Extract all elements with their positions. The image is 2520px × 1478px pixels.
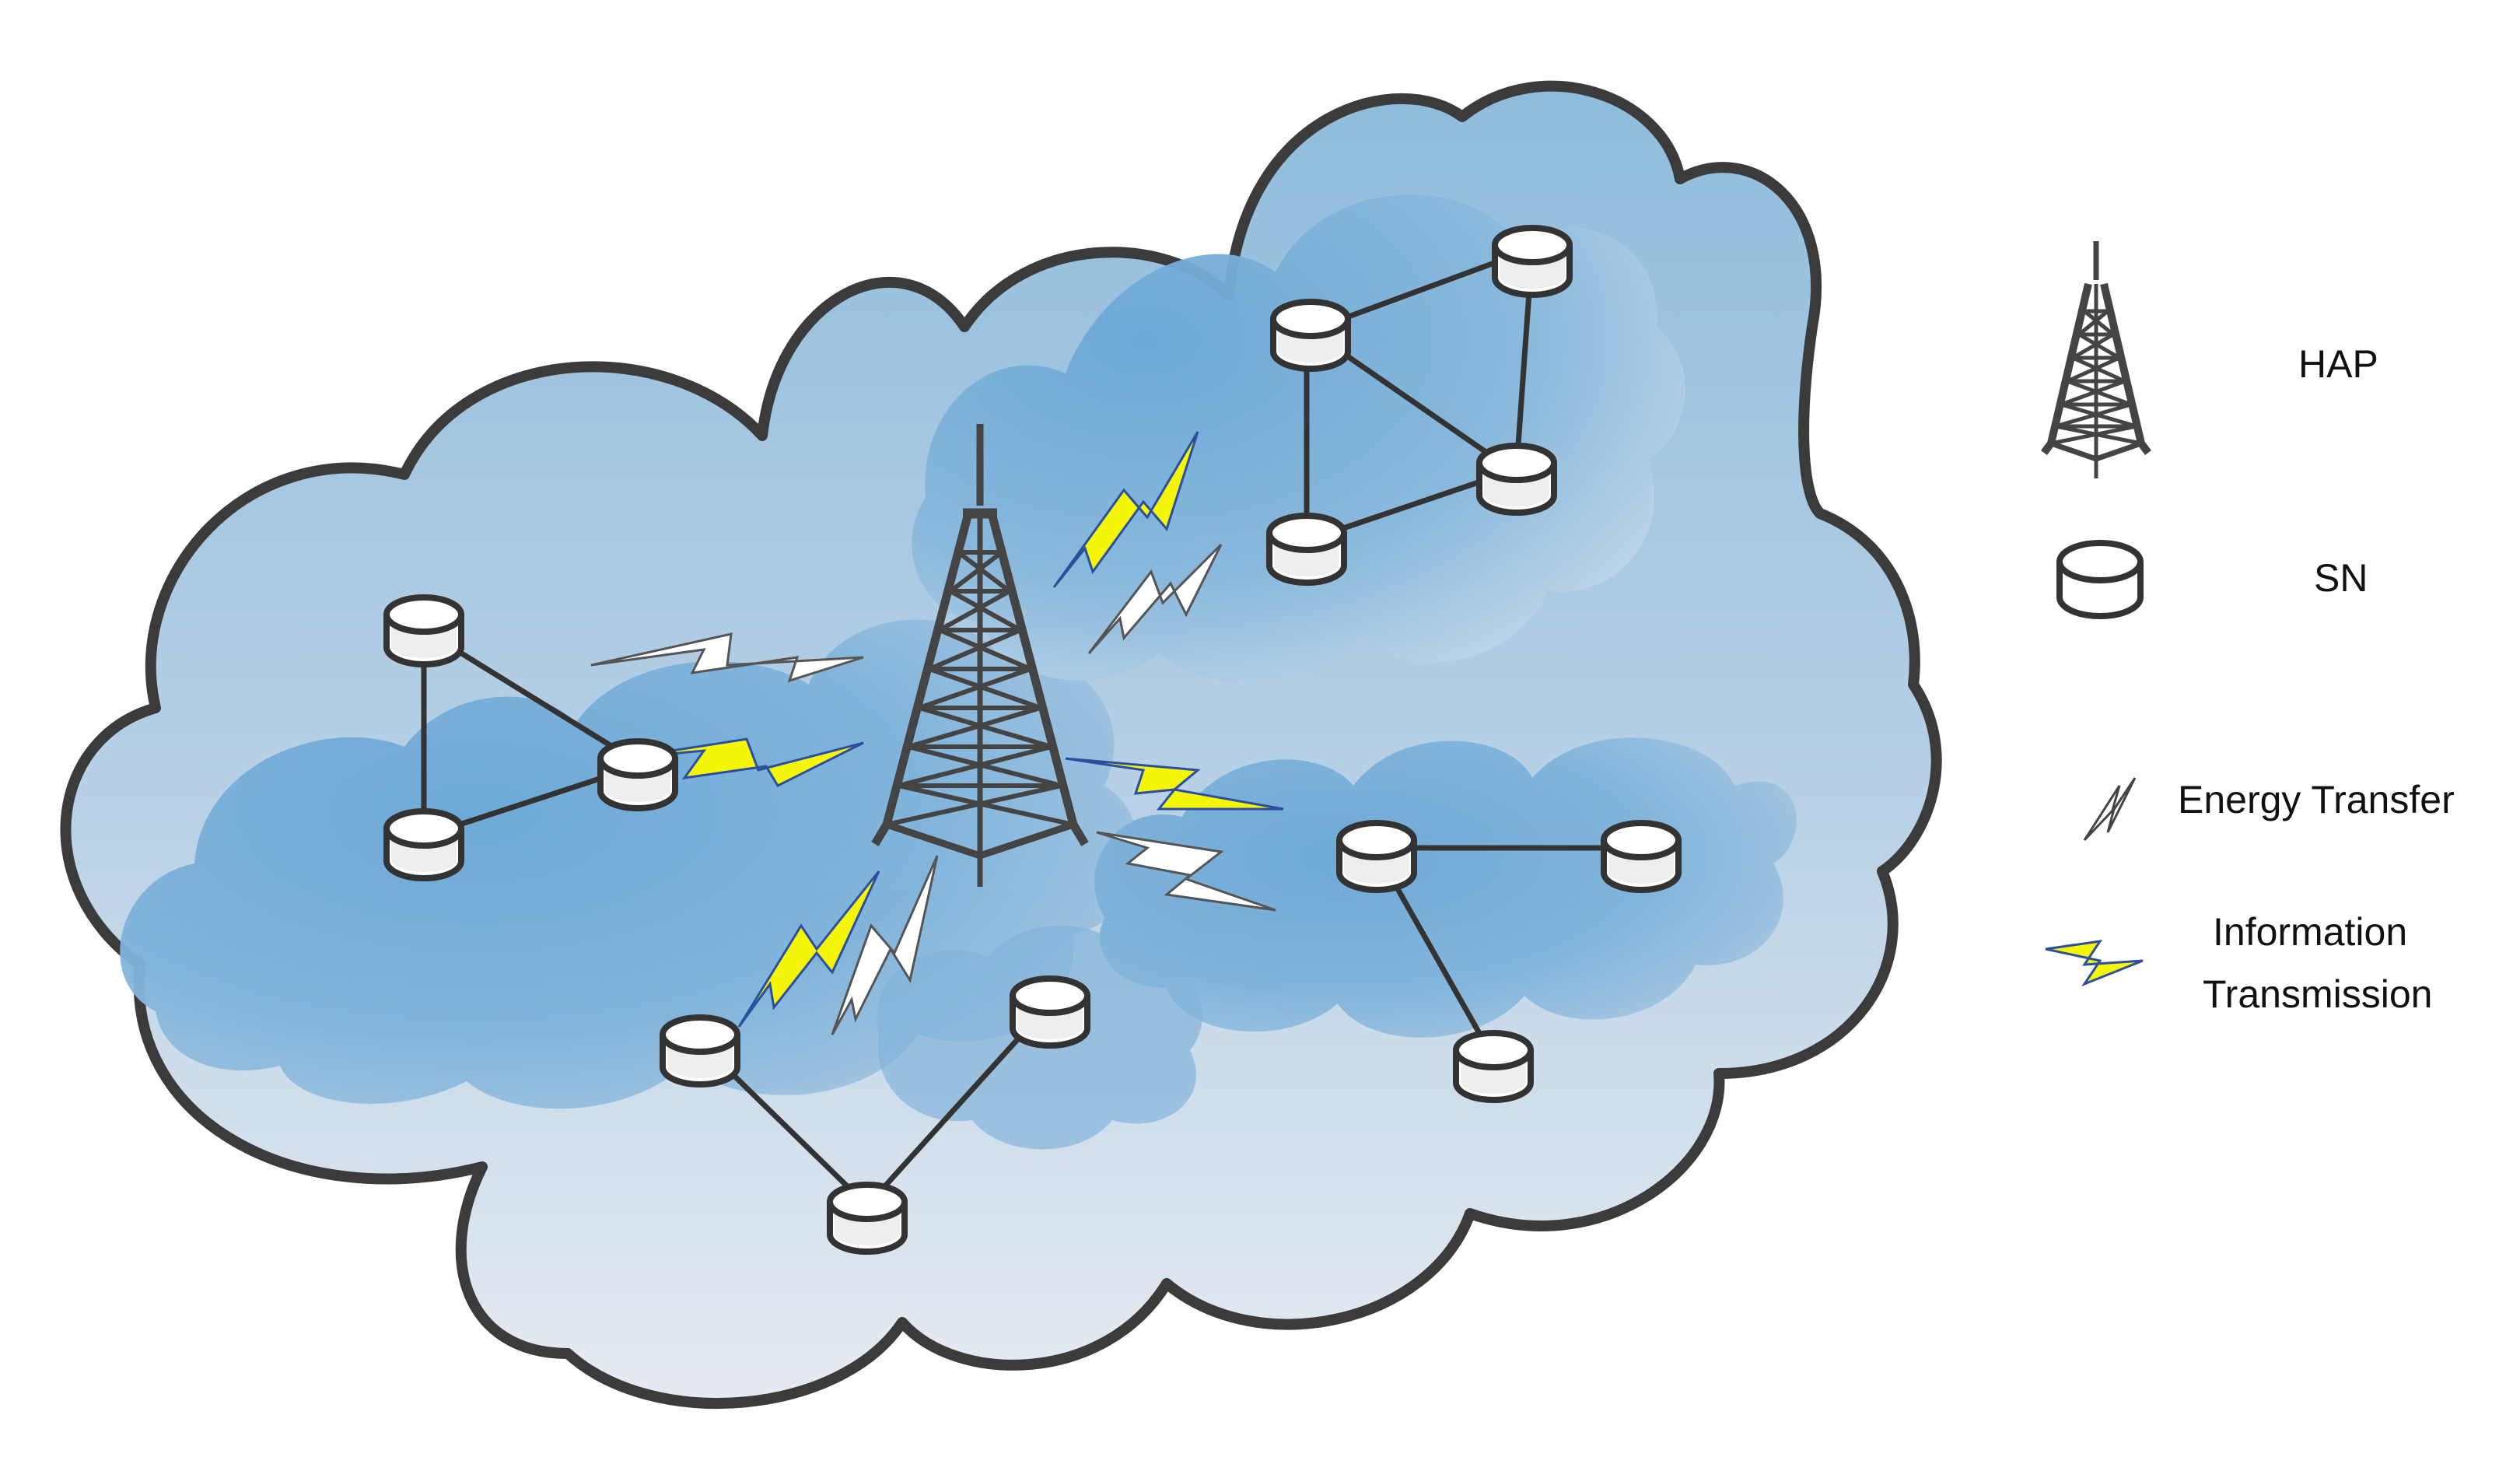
bolts	[590, 431, 1284, 1035]
sensor-node-icon	[2056, 540, 2144, 619]
legend-label-transmission: Transmission	[2203, 972, 2432, 1016]
legend: HAP SN Energy Transfer Information Trans…	[2041, 241, 2455, 1016]
sensor-node	[383, 808, 464, 881]
energy-bolt	[590, 632, 864, 683]
sensor-node	[1476, 443, 1557, 516]
legend-label-energy-transfer: Energy Transfer	[2178, 778, 2455, 821]
sensor-node	[1266, 513, 1347, 586]
energy-bolt	[831, 855, 939, 1035]
info-bolt	[621, 737, 864, 787]
inner-cloud-left	[120, 619, 1139, 1109]
sensor-node	[1010, 975, 1090, 1049]
sensor-node	[1601, 820, 1682, 893]
inner-cloud-center	[912, 194, 1686, 685]
yellow-lightning-icon	[2045, 940, 2144, 987]
sensor-node	[1453, 1030, 1534, 1103]
energy-bolt	[1087, 543, 1223, 654]
sensor-node	[1336, 820, 1417, 893]
inner-clouds	[120, 194, 1797, 1150]
sensor-node	[1492, 225, 1573, 298]
sensor-node	[1270, 299, 1351, 372]
sensor-nodes	[383, 225, 1682, 1255]
sensor-node	[383, 594, 464, 667]
hap-tower	[871, 424, 1089, 887]
tower-icon	[2041, 241, 2151, 478]
legend-label-sn: SN	[2314, 556, 2368, 600]
energy-bolt	[1096, 831, 1276, 912]
legend-label-hap: HAP	[2298, 342, 2378, 386]
sensor-node	[827, 1182, 908, 1255]
info-bolt	[1052, 431, 1199, 588]
sensor-node	[597, 738, 678, 811]
sensor-node	[660, 1014, 740, 1087]
white-lightning-icon	[2083, 777, 2137, 842]
inner-cloud-right	[1094, 737, 1797, 1038]
legend-label-information: Information	[2213, 910, 2407, 954]
info-bolt	[737, 870, 880, 1028]
info-bolt	[1065, 757, 1284, 811]
